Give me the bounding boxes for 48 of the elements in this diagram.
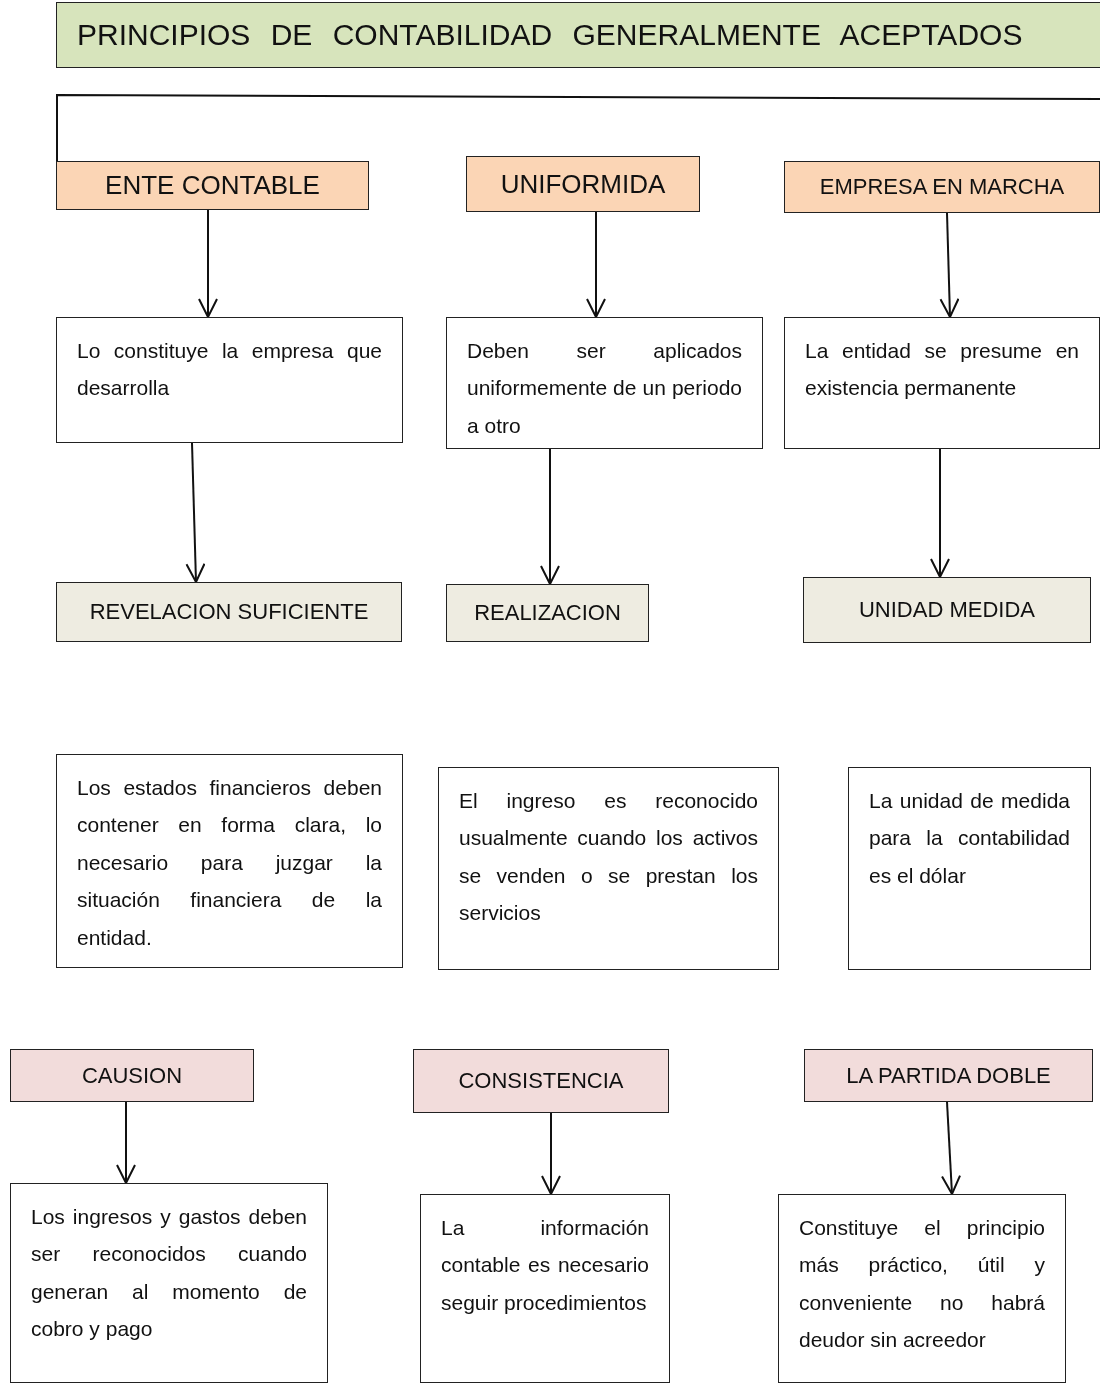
principle-box (466, 156, 700, 212)
principle-box (446, 584, 649, 642)
principle-box (56, 161, 369, 210)
principle-name: REVELACION SUFICIENTE (89, 599, 369, 625)
principle-box (784, 161, 1100, 213)
description-text: Deben ser aplicados uniformemente de un periodo a otro (466, 338, 743, 439)
description-text: La entidad se presume en existencia permanente (804, 338, 1080, 402)
arrow (586, 211, 606, 318)
description-box (56, 317, 403, 443)
description-text: Los ingresos y gastos deben ser reconocidos cuando generan al momento de cobro y pago (30, 1204, 308, 1343)
title-box (56, 2, 1100, 68)
principle-box (803, 577, 1091, 643)
connector-line (56, 94, 1100, 162)
principle-name: EMPRESA EN MARCHA (819, 174, 1065, 200)
principle-name: CAUSION (81, 1062, 183, 1089)
description-box (784, 317, 1100, 449)
principle-name: UNIDAD MEDIDA (859, 597, 1035, 623)
principle-name: ENTE CONTABLE (105, 170, 320, 201)
arrow (939, 212, 960, 318)
description-box (438, 767, 779, 970)
description-text: La información contable es necesario seguir procedimientos (440, 1215, 650, 1316)
description-text: Los estados financieros deben contener en forma clara, lo necesario para juzgar la situación financiera de la entidad. (76, 775, 383, 951)
description-box (420, 1194, 670, 1383)
description-text: Lo constituye la empresa que desarrolla (76, 338, 383, 402)
description-box (446, 317, 763, 449)
arrow (930, 448, 950, 578)
principle-box (10, 1049, 254, 1102)
principle-name: UNIFORMIDA (500, 168, 666, 200)
principle-box (413, 1049, 669, 1113)
principle-name: CONSISTENCIA (458, 1068, 624, 1094)
principle-name: LA PARTIDA DOBLE (846, 1062, 1051, 1089)
description-box (778, 1194, 1066, 1383)
description-text: La unidad de medida para la contabilidad es el dólar (868, 788, 1071, 889)
arrow (941, 1101, 961, 1195)
title-text: PRINCIPIOS DE CONTABILIDAD GENERALMENTE ACEPTADOS (76, 18, 1023, 52)
arrow (185, 442, 206, 583)
arrow (541, 1112, 561, 1195)
description-box (56, 754, 403, 968)
arrow (198, 209, 218, 318)
arrow (116, 1101, 136, 1184)
principle-box (56, 582, 402, 642)
description-box (10, 1183, 328, 1383)
principle-box (804, 1049, 1093, 1102)
description-text: Constituye el principio más práctico, útil y conveniente no habrá deudor sin acreedor (798, 1215, 1046, 1354)
arrow (540, 448, 560, 585)
principle-name: REALIZACION (474, 600, 621, 626)
description-text: El ingreso es reconocido usualmente cuando los activos se venden o se prestan los servicios (458, 788, 759, 927)
description-box (848, 767, 1091, 970)
